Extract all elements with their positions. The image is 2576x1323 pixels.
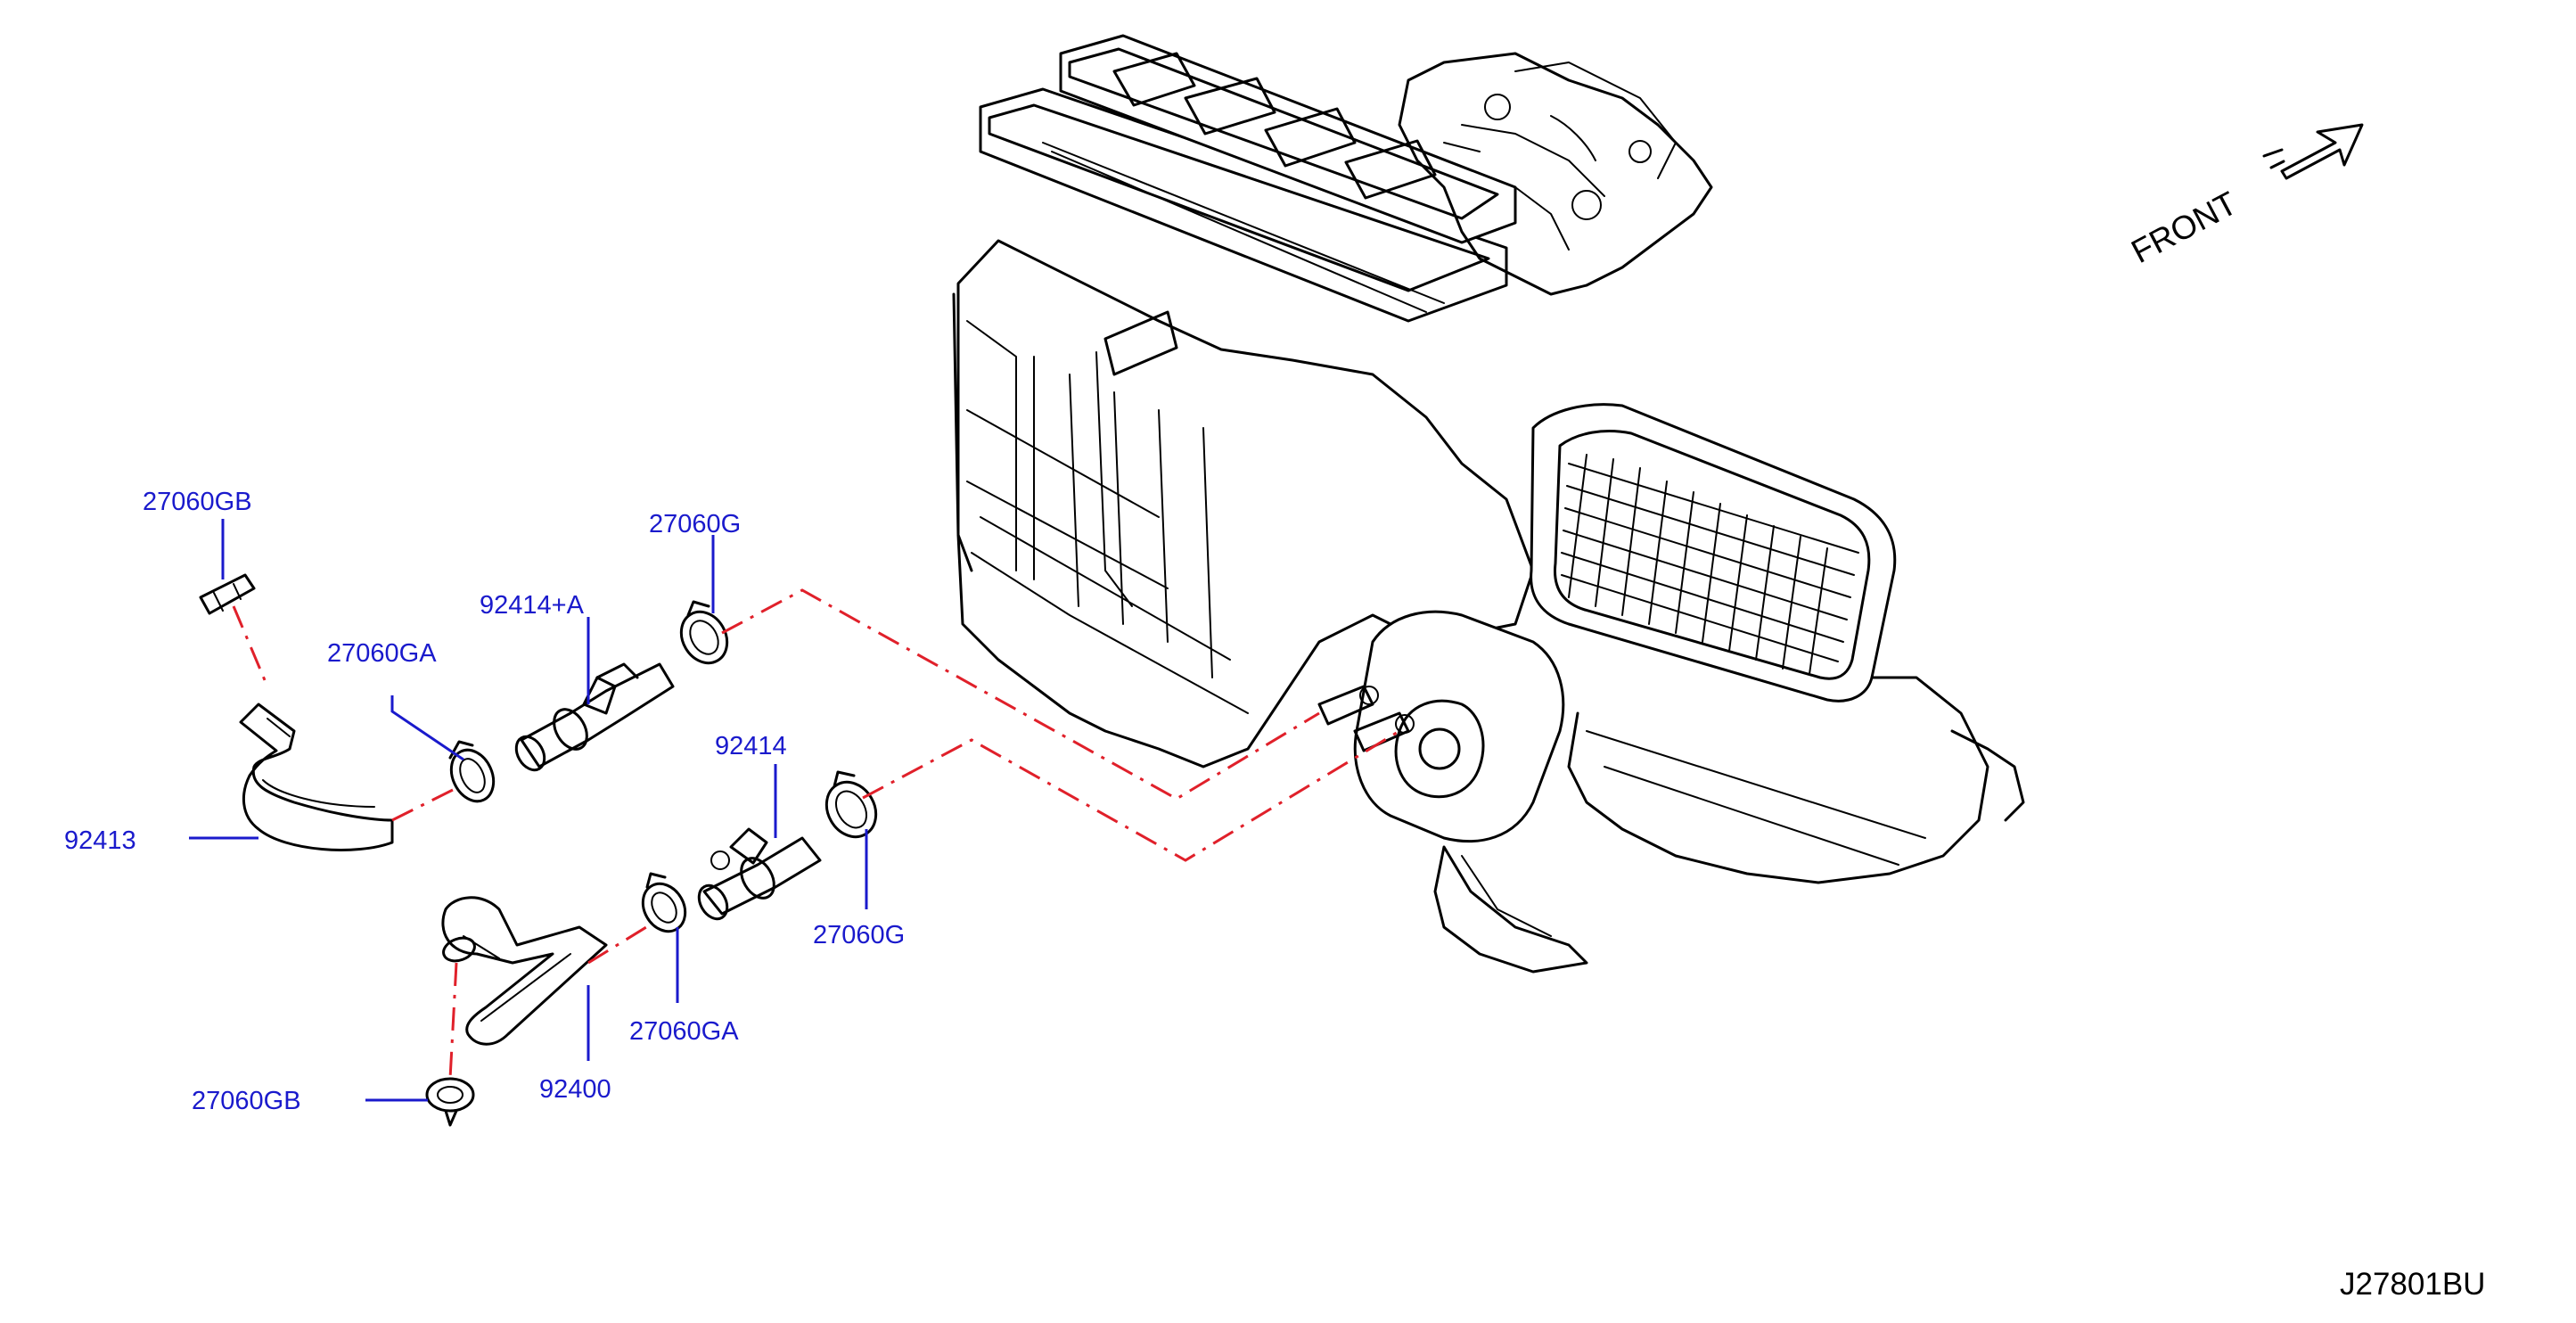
label-27060g-bottom: 27060G [813, 921, 905, 949]
label-27060g-top: 27060G [649, 510, 741, 538]
front-indicator: FRONT [2126, 123, 2364, 270]
label-27060gb-top: 27060GB [143, 488, 252, 516]
label-92414-a: 92414+A [480, 591, 585, 620]
clamp-27060g-top-icon [679, 600, 729, 665]
leader-lines [189, 519, 868, 1102]
label-92400: 92400 [539, 1075, 611, 1104]
connection-lines [232, 588, 1400, 1080]
label-27060ga-top: 27060GA [327, 639, 437, 668]
front-label: FRONT [2126, 185, 2244, 270]
heater-unit-assembly [952, 34, 2025, 974]
hose-92413-icon [239, 703, 394, 851]
valve-92414-icon [697, 827, 822, 921]
clamp-27060gb-bottom-icon [425, 1077, 475, 1127]
label-92414: 92414 [715, 732, 787, 760]
clamp-27060gb-top-icon [199, 573, 256, 615]
label-27060gb-bottom: 27060GB [192, 1087, 301, 1115]
part-labels: 27060GB 27060G 92414+A 27060GA 92413 924… [64, 488, 905, 1115]
hose-92400-icon [441, 896, 608, 1046]
front-arrow-icon [2262, 123, 2364, 180]
clamp-27060g-bottom-icon [824, 770, 878, 839]
valve-92414-a-icon [514, 662, 675, 772]
diagram-id: J27801BU [2340, 1267, 2485, 1302]
label-27060ga-bottom: 27060GA [629, 1017, 739, 1046]
label-92413: 92413 [64, 826, 136, 855]
inlet-grille-icon [1561, 454, 1859, 675]
